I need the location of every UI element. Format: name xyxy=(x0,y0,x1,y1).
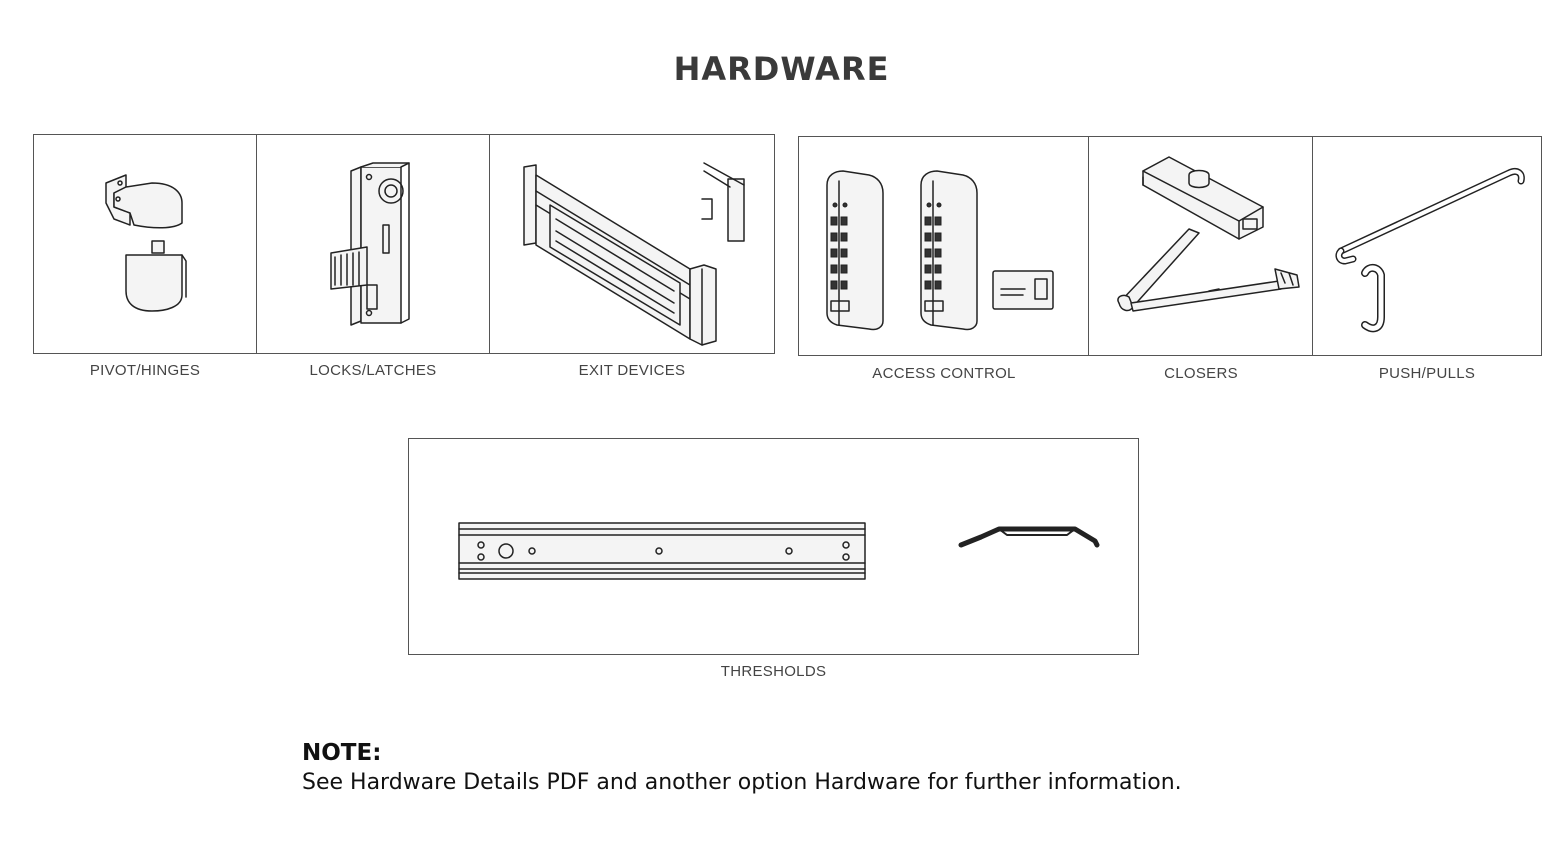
panel-exit-devices xyxy=(489,134,775,354)
label-pivot-hinges: PIVOT/HINGES xyxy=(89,362,201,379)
label-push-pulls: PUSH/PULLS xyxy=(1378,365,1476,382)
panel-thresholds xyxy=(408,438,1139,655)
keypad-reader-icon xyxy=(826,170,1054,331)
panel-access-control xyxy=(798,136,1090,356)
pivot-hinge-icon xyxy=(105,174,187,312)
push-pull-handle-icon xyxy=(1335,167,1525,333)
label-exit-devices: EXIT DEVICES xyxy=(578,362,686,379)
exit-device-icon xyxy=(523,162,745,346)
threshold-profile-icon xyxy=(458,522,1100,580)
note-title: NOTE: xyxy=(302,740,382,766)
note-block: NOTE: See Hardware Details PDF and anoth… xyxy=(302,740,1182,795)
label-access-control: ACCESS CONTROL xyxy=(872,365,1016,382)
door-closer-icon xyxy=(1117,156,1300,312)
note-text: See Hardware Details PDF and another opt… xyxy=(302,770,1182,795)
label-locks-latches: LOCKS/LATCHES xyxy=(309,362,437,379)
mortise-lock-icon xyxy=(330,162,410,326)
panel-push-pulls xyxy=(1312,136,1542,356)
page-title: HARDWARE xyxy=(673,50,890,88)
label-closers: CLOSERS xyxy=(1164,365,1238,382)
panel-locks-latches xyxy=(256,134,490,354)
panel-pivot-hinges xyxy=(33,134,257,354)
panel-closers xyxy=(1088,136,1314,356)
label-thresholds: THRESHOLDS xyxy=(720,663,827,680)
